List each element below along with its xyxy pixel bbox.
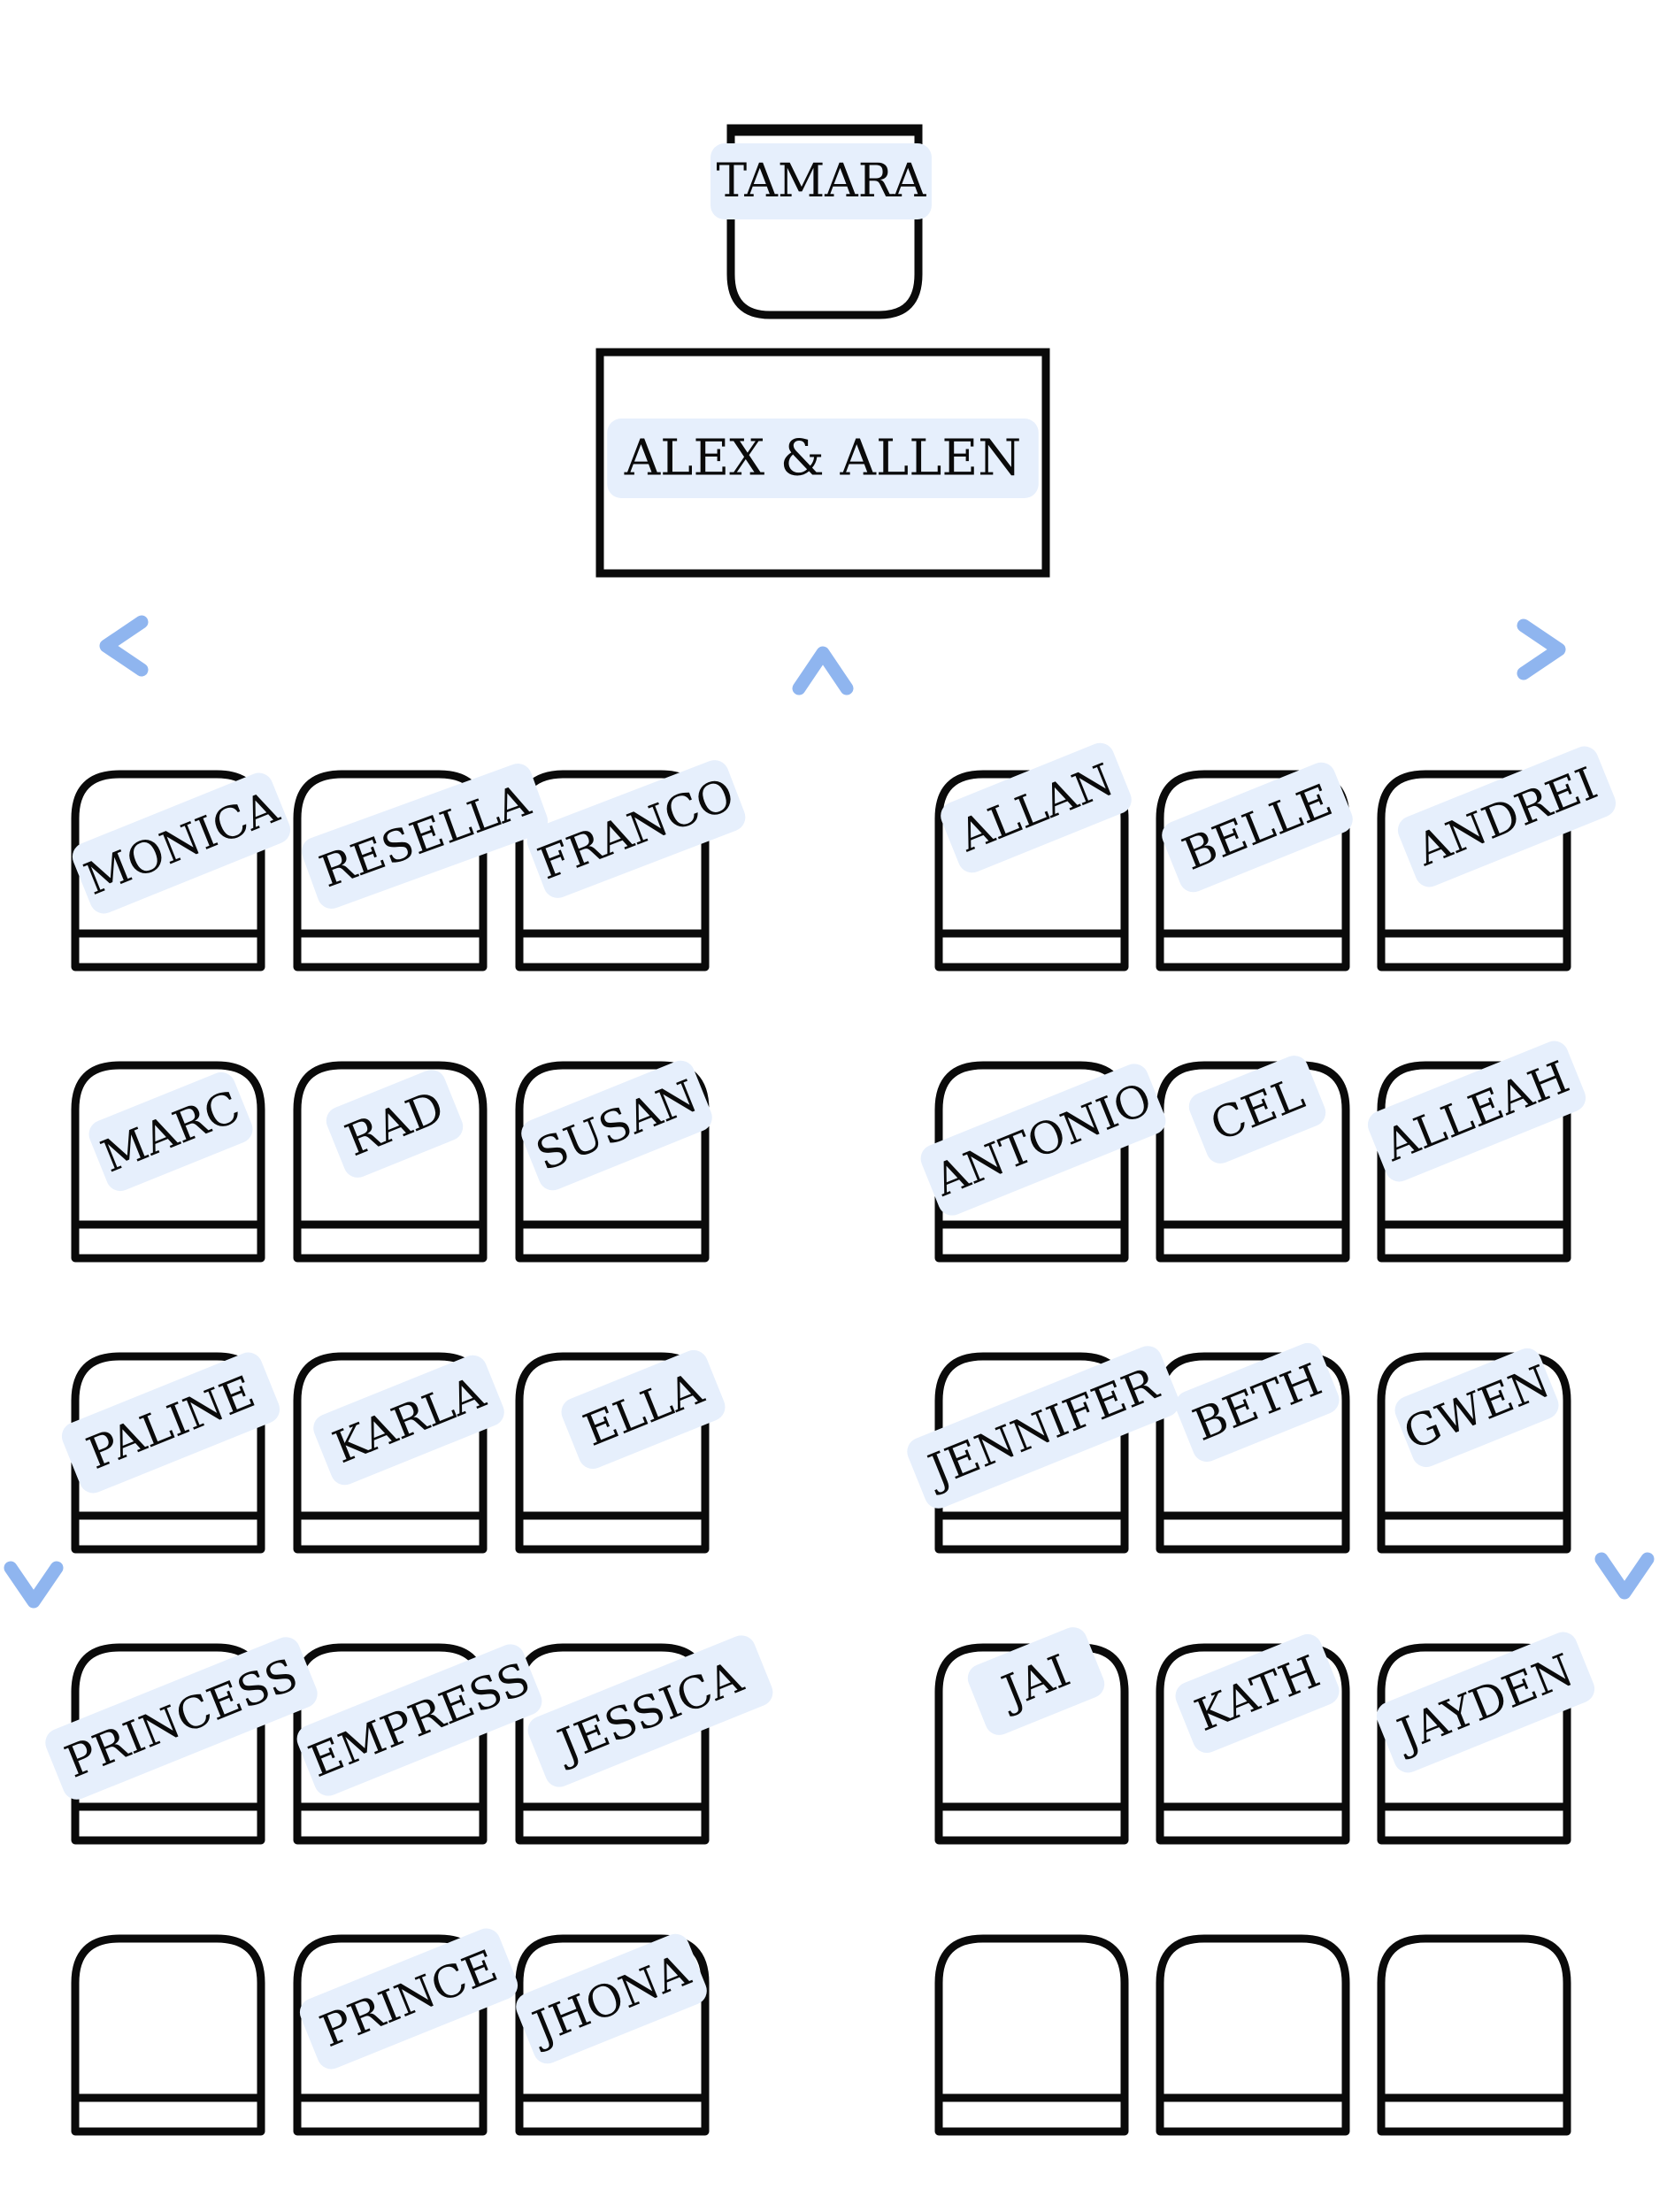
chair-29 [1156, 1934, 1350, 2136]
name-text: TAMARA [717, 155, 927, 208]
couple-name-tag: ALEX & ALLEN [607, 419, 1039, 498]
couple-table [595, 348, 1050, 578]
officiant-name-tag: TAMARA [710, 143, 932, 219]
officiant-stand [726, 124, 923, 319]
arrow-left-down [4, 794, 64, 1609]
arrow-center-aisle [792, 646, 854, 2138]
chair-30 [1377, 1934, 1571, 2136]
arrow-left [99, 615, 735, 677]
chair-13 [71, 1934, 265, 2136]
name-text: ALEX & ALLEN [624, 430, 1022, 488]
guest-name-tag: JAI [967, 1627, 1105, 1735]
chair-28 [934, 1934, 1129, 2136]
arrow-right [931, 618, 1566, 680]
arrow-right-down [1594, 780, 1655, 1600]
